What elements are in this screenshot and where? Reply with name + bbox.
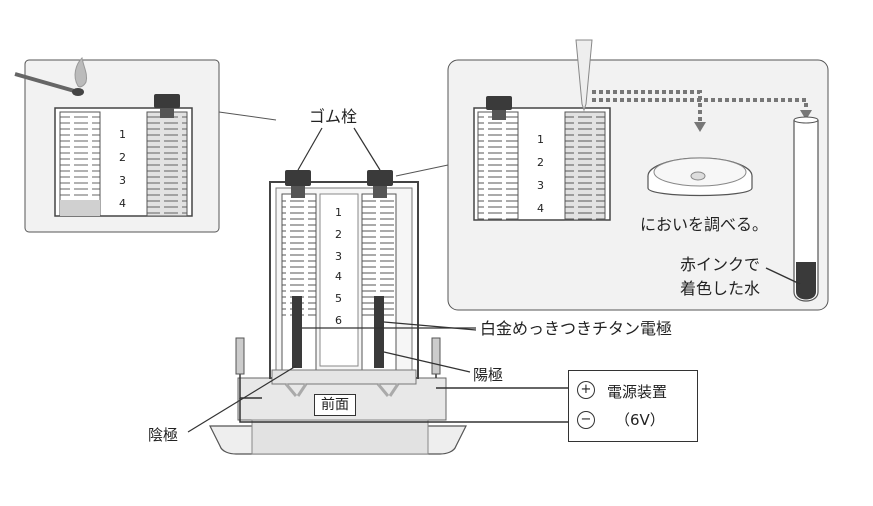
front-label: 前面 bbox=[314, 394, 356, 416]
main-apparatus bbox=[209, 170, 568, 455]
main-scale-3: 3 bbox=[335, 250, 342, 263]
main-scale-1: 1 bbox=[335, 206, 342, 219]
power-supply-label: 電源装置 bbox=[607, 383, 668, 401]
anode-label: 陽極 bbox=[473, 366, 504, 384]
inset-right-scale-4: 4 bbox=[537, 202, 544, 215]
main-scale-6: 6 bbox=[335, 314, 342, 327]
right-inset-panel bbox=[395, 39, 829, 311]
main-scale-2: 2 bbox=[335, 228, 342, 241]
minus-terminal-icon: − bbox=[577, 411, 595, 429]
cathode-label: 陰極 bbox=[148, 426, 179, 444]
main-scale-4: 4 bbox=[335, 270, 342, 283]
smell-label: においを調べる。 bbox=[640, 215, 769, 234]
inset-left-scale-4: 4 bbox=[119, 197, 126, 210]
voltage-label: （6V） bbox=[615, 411, 665, 429]
inset-right-scale-1: 1 bbox=[537, 133, 544, 146]
inset-left-scale-1: 1 bbox=[119, 128, 126, 141]
electrode-label: 白金めっきつきチタン電極 bbox=[480, 319, 673, 338]
plus-terminal-icon: + bbox=[577, 381, 595, 399]
leader-lines bbox=[187, 127, 477, 433]
inset-right-scale-3: 3 bbox=[537, 179, 544, 192]
red-ink-label-line2: 着色した水 bbox=[680, 279, 761, 298]
power-supply-box: + − 電源装置 （6V） bbox=[568, 370, 698, 442]
rubber-stopper-label: ゴム栓 bbox=[309, 107, 358, 126]
inset-left-scale-2: 2 bbox=[119, 151, 126, 164]
inset-left-scale-3: 3 bbox=[119, 174, 126, 187]
red-ink-label-line1: 赤インクで bbox=[680, 255, 761, 274]
main-scale-5: 5 bbox=[335, 292, 342, 305]
inset-right-scale-2: 2 bbox=[537, 156, 544, 169]
left-inset-panel bbox=[14, 56, 277, 233]
